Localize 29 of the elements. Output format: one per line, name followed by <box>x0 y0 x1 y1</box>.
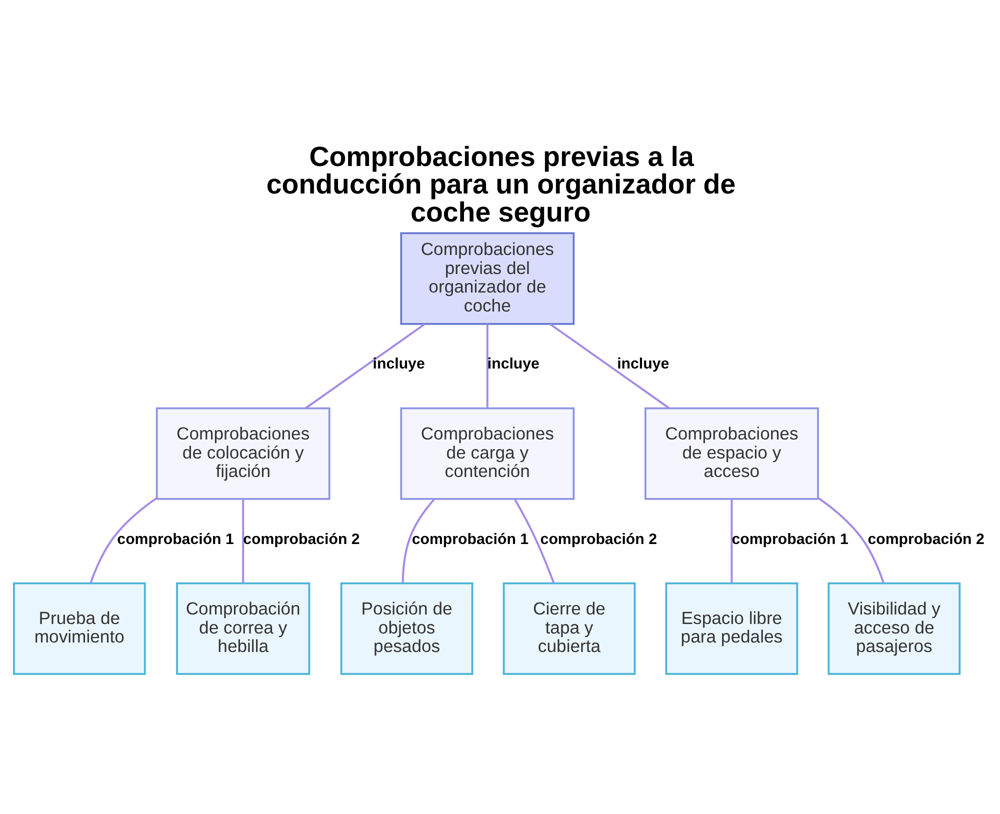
connector <box>514 498 555 584</box>
edge-label: comprobación 1 <box>117 530 234 548</box>
node-box: Cierre de tapa y cubierta <box>502 582 636 675</box>
edge-label: comprobación 1 <box>412 530 529 548</box>
connector <box>818 497 884 584</box>
connector <box>304 323 426 410</box>
connector <box>402 498 436 584</box>
node-box: Comprobaciones previas del organizador de coche <box>400 232 575 325</box>
node-box: Comprobaciones de espacio y acceso <box>644 407 819 500</box>
node-box: Visibilidad y acceso de pasajeros <box>828 582 961 675</box>
connector <box>90 497 158 584</box>
connector <box>242 499 244 584</box>
node-box: Comprobaciones de colocación y fijación <box>156 407 330 500</box>
edge-label: comprobación 2 <box>868 530 984 548</box>
edge-label: incluye <box>617 356 670 373</box>
node-box: Posición de objetos pesados <box>340 582 474 675</box>
edge-label: comprobación 1 <box>732 530 848 548</box>
connector <box>486 324 488 408</box>
edge-label: incluye <box>372 356 425 373</box>
connector <box>549 323 670 410</box>
node-box: Prueba de movimiento <box>12 582 146 675</box>
diagram-title: Comprobaciones previas a la conducción para un organizador de coche seguro <box>266 140 736 228</box>
node-box: Espacio libre para pedales <box>665 582 798 675</box>
edge-label: comprobación 2 <box>540 530 657 548</box>
edge-label: comprobación 2 <box>243 530 360 548</box>
edge-label: incluye <box>487 356 540 373</box>
connector <box>730 499 733 584</box>
node-box: Comprobación de correa y hebilla <box>176 582 310 675</box>
node-box: Comprobaciones de carga y contención <box>400 407 575 500</box>
